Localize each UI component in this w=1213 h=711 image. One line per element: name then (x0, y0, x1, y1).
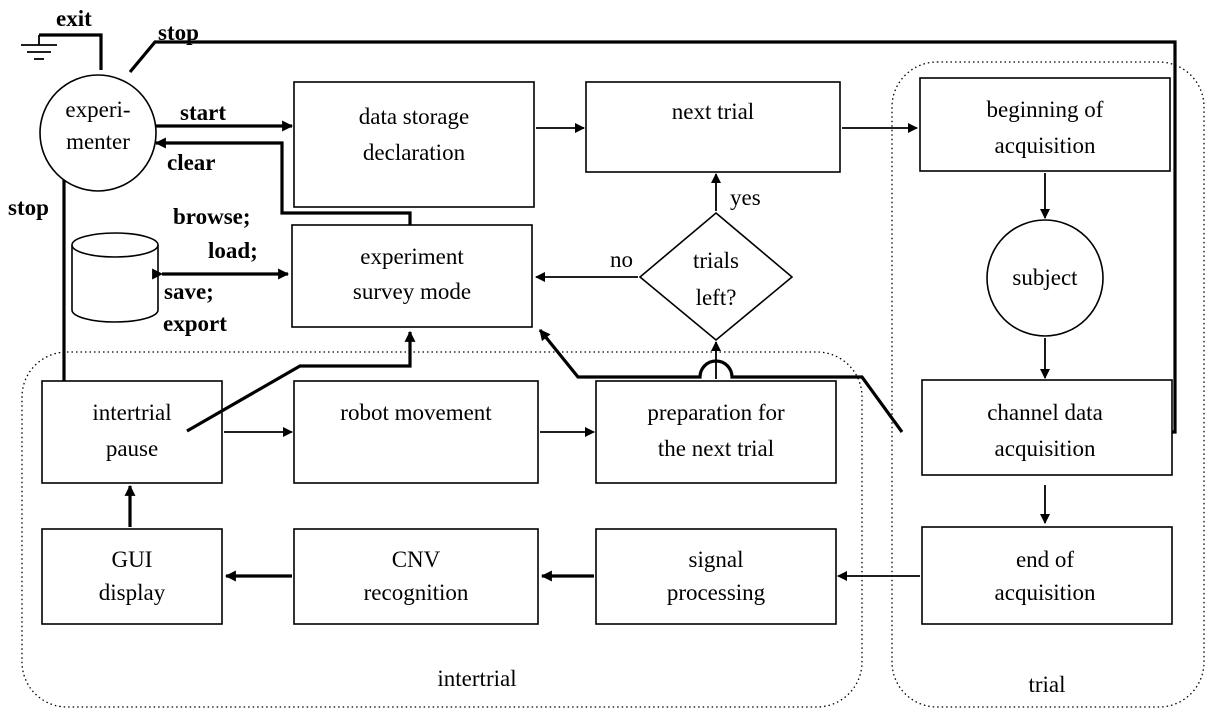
trials-left-decision (638, 211, 794, 342)
data-storage-line-1: data storage (359, 104, 469, 129)
cnv-line-2: recognition (364, 580, 469, 605)
load-label: load; (208, 238, 258, 263)
ground-icon (21, 35, 57, 60)
intertrial-region (21, 351, 863, 708)
gui-line-2: display (99, 580, 166, 605)
next-trial-label: next trial (672, 99, 754, 124)
gui-display-box (41, 528, 223, 625)
trial-region-label: trial (1028, 672, 1065, 697)
yes-label: yes (730, 185, 761, 210)
experimenter-line-2: menter (66, 129, 130, 154)
browse-label: browse; (173, 204, 251, 229)
cnv-recognition-box (293, 528, 539, 625)
cnv-line-1: CNV (392, 547, 441, 572)
stop-left-label: stop (8, 195, 49, 220)
subject-label: subject (1012, 265, 1078, 290)
start-label: start (180, 100, 226, 125)
end-line-2: acquisition (995, 580, 1096, 605)
experiment-survey-mode-box (291, 224, 533, 328)
exit-label: exit (56, 6, 92, 31)
data-storage-declaration-box (293, 81, 535, 208)
gui-line-1: GUI (112, 547, 153, 572)
channel-data-acquisition-box (921, 379, 1173, 476)
preparation-box (595, 380, 837, 484)
channel-line-1: channel data (987, 400, 1103, 425)
experimenter-line-1: experi- (65, 97, 130, 122)
subject-node (986, 219, 1104, 337)
decision-line-2: left? (696, 285, 737, 310)
signal-line-2: processing (667, 580, 766, 605)
preparation-line-2: the next trial (658, 436, 774, 461)
save-label: save; (164, 279, 214, 304)
intertrial-pause-box (41, 380, 223, 484)
beginning-line-2: acquisition (995, 133, 1096, 158)
survey-line-1: experiment (360, 244, 464, 269)
next-trial-box (585, 81, 841, 173)
pause-to-survey-connector (186, 330, 416, 433)
beginning-line-1: beginning of (987, 97, 1104, 122)
signal-processing-box (595, 528, 837, 625)
no-label: no (610, 247, 633, 272)
pause-line-2: pause (106, 436, 158, 461)
clear-label: clear (167, 150, 216, 175)
export-label: export (163, 311, 227, 336)
clear-arrow (154, 137, 412, 225)
end-line-1: end of (1016, 547, 1074, 572)
data-storage-line-2: declaration (363, 140, 466, 165)
beginning-of-acquisition-box (919, 77, 1171, 172)
stop-top-label: stop (158, 20, 199, 45)
database-icon (71, 232, 159, 323)
preparation-line-1: preparation for (647, 400, 785, 425)
channel-line-2: acquisition (995, 436, 1096, 461)
experimenter-node (39, 74, 157, 192)
robot-movement-label: robot movement (340, 400, 492, 425)
survey-line-2: survey mode (353, 279, 471, 304)
robot-movement-box (293, 380, 539, 484)
exit-connector (39, 33, 103, 70)
signal-line-1: signal (689, 547, 744, 572)
end-of-acquisition-box (921, 526, 1173, 625)
pause-line-1: intertrial (92, 400, 171, 425)
decision-line-1: trials (693, 248, 739, 273)
intertrial-region-label: intertrial (437, 666, 516, 691)
